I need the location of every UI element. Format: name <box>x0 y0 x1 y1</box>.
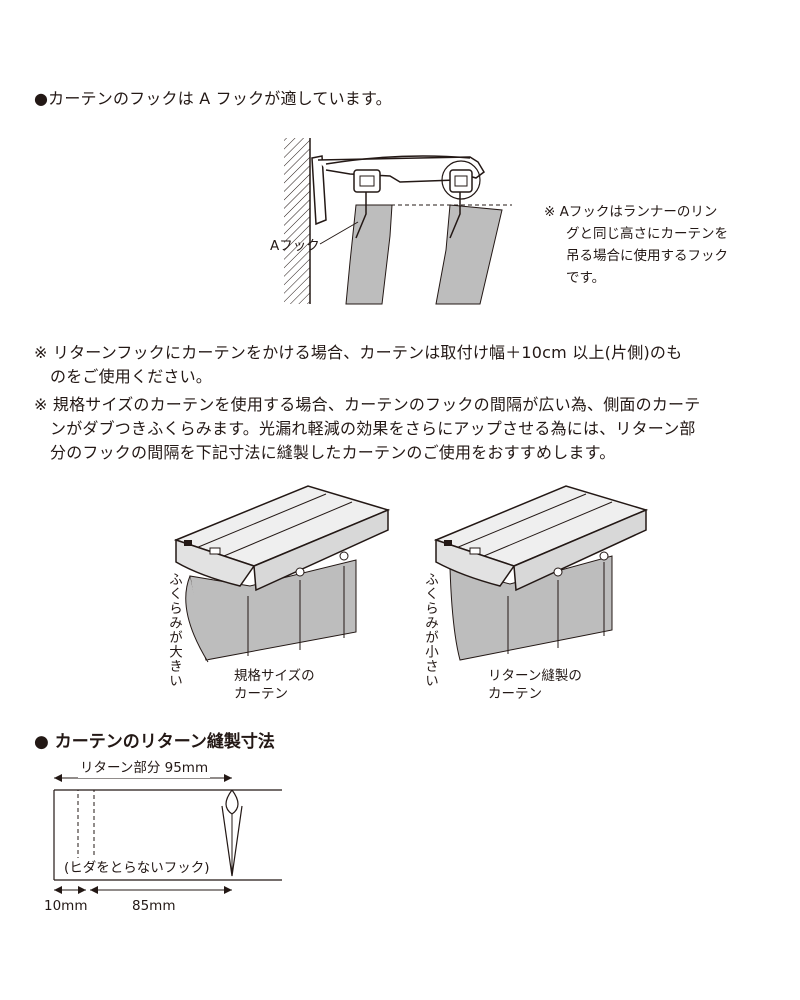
flat-hook-dashed <box>77 789 95 863</box>
return-hook-note-line-2: のをご使用ください。 <box>50 367 213 386</box>
rail-bracket <box>311 155 327 226</box>
a-hook-left <box>355 192 367 239</box>
a-hook-note-line-1: ※ Aフックはランナーのリン <box>544 204 718 220</box>
standard-rail-front <box>175 538 256 587</box>
dim-85mm-label: 85mm <box>132 898 176 914</box>
return-caption-line-1: リターン縫製の <box>488 668 582 684</box>
a-hook-note-line-2: グと同じ高さにカーテンを <box>566 226 728 242</box>
return-hook-note-line-1: ※ リターンフックにカーテンをかける場合、カーテンは取付け幅＋10cm 以上(片… <box>34 343 683 362</box>
runner-right-ring <box>441 160 481 200</box>
dim-10mm-label: 10mm <box>44 898 88 914</box>
curtain-right <box>435 204 503 305</box>
return-sewing-heading: ● カーテンのリターン縫製寸法 <box>34 732 275 752</box>
a-hook-label: Aフック <box>270 238 320 254</box>
hook-type-heading: ●カーテンのフックは A フックが適しています。 <box>34 89 392 108</box>
a-hook-right <box>449 192 461 239</box>
curtain-left <box>345 204 393 305</box>
return-vertical-label: ふくらみが小さい <box>422 572 438 688</box>
standard-caption-line-1: 規格サイズの <box>234 668 315 684</box>
a-hook-note-line-4: です。 <box>566 270 606 286</box>
a-hook-note-line-3: 吊る場合に使用するフック <box>566 248 728 264</box>
return-rail-front <box>435 538 516 587</box>
standard-curtain-illustration <box>173 485 391 663</box>
wall-hatch <box>284 138 310 304</box>
flat-hook-label: (ヒダをとらないフック) <box>64 858 210 878</box>
standard-size-note-line-3: 分のフックの間隔を下記寸法に縫製したカーテンのご使用をおすすめします。 <box>50 443 616 462</box>
return-caption-line-2: カーテン <box>488 686 542 702</box>
return-width-label: リターン部分 95mm <box>78 758 211 778</box>
standard-caption-line-2: カーテン <box>234 686 288 702</box>
rail-body <box>325 155 471 165</box>
standard-size-note-line-2: ンがダブつきふくらみます。光漏れ軽減の効果をさらにアップさせる為には、リターン部 <box>50 419 696 438</box>
return-curtain-illustration <box>433 485 649 661</box>
standard-vertical-label: ふくらみが大きい <box>166 572 182 688</box>
standard-size-note-line-1: ※ 規格サイズのカーテンを使用する場合、カーテンのフックの間隔が広い為、側面のカ… <box>34 395 701 414</box>
